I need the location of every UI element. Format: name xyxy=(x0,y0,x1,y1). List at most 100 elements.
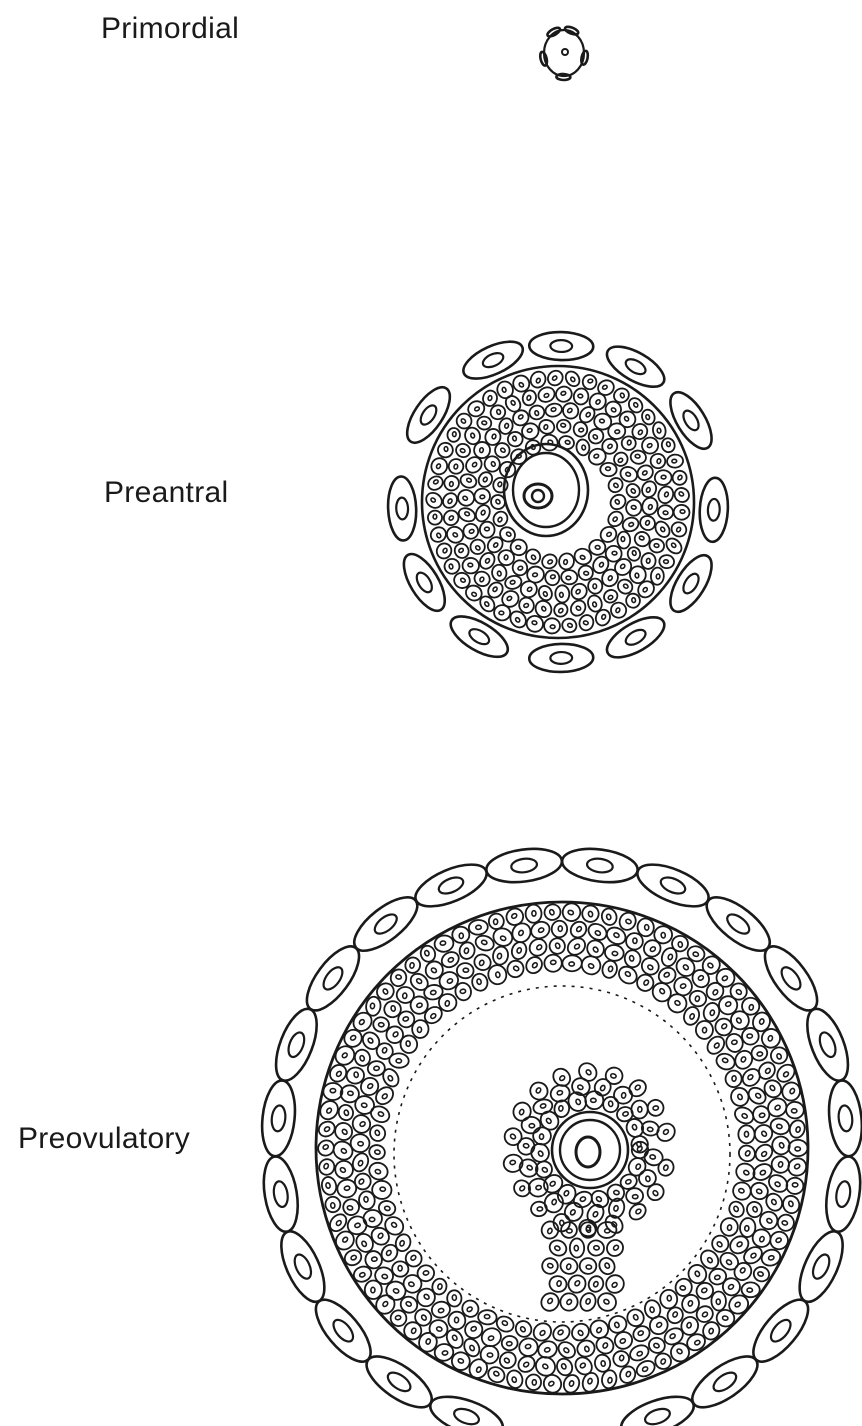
cell-nucleus xyxy=(454,1317,458,1323)
cell-nucleus xyxy=(680,983,687,989)
cell-nucleus xyxy=(447,957,454,963)
cell-nucleus xyxy=(744,1150,750,1157)
cell-nucleus xyxy=(607,575,612,581)
cell-nucleus xyxy=(621,537,625,542)
cumulus-cell xyxy=(613,1085,634,1105)
theca-cell xyxy=(601,339,670,395)
granulosa-cell xyxy=(713,966,737,990)
theca-nucleus xyxy=(396,497,409,519)
cell-nucleus xyxy=(447,498,453,504)
granulosa-cell xyxy=(523,954,545,976)
cell-nucleus xyxy=(757,1052,763,1057)
theca-nucleus xyxy=(510,857,537,874)
cell-nucleus xyxy=(532,620,537,625)
granulosa-cell xyxy=(626,933,643,950)
cell-nucleus xyxy=(481,940,487,946)
cell-nucleus xyxy=(430,967,437,974)
cell-nucleus xyxy=(625,472,631,477)
cell-nucleus xyxy=(680,1285,686,1290)
cumulus-cell xyxy=(570,1238,585,1257)
cell-nucleus xyxy=(459,933,463,939)
granulosa-cell xyxy=(551,920,567,937)
cell-nucleus xyxy=(702,1311,709,1317)
granulosa-cell xyxy=(600,463,617,477)
cell-nucleus xyxy=(619,1338,626,1344)
cell-nucleus xyxy=(347,1205,353,1210)
cumulus-cell xyxy=(637,1168,658,1188)
cell-nucleus xyxy=(596,1196,603,1203)
granulosa-cell xyxy=(491,564,508,582)
theca-nucleus xyxy=(452,1406,481,1426)
theca-nucleus xyxy=(436,874,465,896)
cell-nucleus xyxy=(625,1371,631,1378)
oocyte-nucleus xyxy=(524,484,552,508)
cell-nucleus xyxy=(738,1188,744,1194)
granulosa-cell xyxy=(550,1322,572,1344)
theca-nucleus xyxy=(481,350,506,370)
cell-nucleus xyxy=(750,1252,757,1259)
cell-nucleus xyxy=(515,617,521,623)
cell-nucleus xyxy=(511,1376,517,1382)
cell-nucleus xyxy=(601,614,606,620)
cell-nucleus xyxy=(547,1298,554,1305)
cell-nucleus xyxy=(523,603,529,608)
cell-nucleus xyxy=(585,1298,591,1305)
cell-nucleus xyxy=(447,978,454,984)
cell-nucleus xyxy=(678,941,683,947)
cell-nucleus xyxy=(458,548,464,554)
cell-nucleus xyxy=(549,909,555,916)
cell-nucleus xyxy=(550,625,555,629)
cell-nucleus xyxy=(672,1311,678,1318)
granulosa-cell xyxy=(654,470,672,486)
cell-nucleus xyxy=(492,586,498,592)
cell-nucleus xyxy=(714,1275,720,1280)
cell-nucleus xyxy=(359,1272,366,1278)
cell-nucleus xyxy=(712,989,719,996)
cell-nucleus xyxy=(702,1027,707,1033)
cell-nucleus xyxy=(531,554,537,560)
cell-nucleus xyxy=(735,989,742,996)
cell-nucleus xyxy=(608,595,614,600)
granulosa-cell xyxy=(657,504,674,520)
cell-nucleus xyxy=(518,382,524,388)
cell-nucleus xyxy=(593,1245,599,1250)
cell-nucleus xyxy=(646,558,650,563)
cell-nucleus xyxy=(330,1089,335,1093)
cell-nucleus xyxy=(623,583,629,589)
cumulus-cell xyxy=(644,1181,667,1204)
cell-nucleus xyxy=(694,1340,701,1346)
cell-nucleus xyxy=(695,996,700,1002)
granulosa-cell xyxy=(536,584,554,603)
cell-nucleus xyxy=(466,478,472,483)
cell-nucleus xyxy=(789,1088,795,1095)
theca-cell xyxy=(560,845,640,887)
cell-nucleus xyxy=(359,1121,366,1127)
cell-nucleus xyxy=(516,947,522,953)
cell-nucleus xyxy=(621,1092,626,1098)
cell-nucleus xyxy=(625,918,632,924)
granulosa-cell xyxy=(672,485,692,505)
cell-nucleus xyxy=(759,1236,765,1243)
cell-nucleus xyxy=(620,563,626,569)
cell-nucleus xyxy=(710,1010,716,1016)
cell-nucleus xyxy=(601,1360,606,1366)
cell-nucleus xyxy=(510,580,516,585)
cell-nucleus xyxy=(747,1288,753,1292)
cell-nucleus xyxy=(585,1069,592,1076)
cell-nucleus xyxy=(442,1351,448,1356)
cell-nucleus xyxy=(611,407,617,413)
cell-nucleus xyxy=(561,1363,567,1370)
cumulus-cell xyxy=(656,1157,676,1178)
cell-nucleus xyxy=(775,1237,782,1243)
granulosa-cell xyxy=(324,1196,341,1213)
cell-nucleus xyxy=(613,482,619,488)
cell-nucleus xyxy=(580,1196,587,1202)
cell-nucleus xyxy=(580,555,586,560)
cell-nucleus xyxy=(649,946,656,952)
cell-nucleus xyxy=(577,1330,584,1337)
cell-nucleus xyxy=(551,407,557,412)
theca-nucleus xyxy=(724,911,753,938)
cell-nucleus xyxy=(350,1255,357,1261)
cell-nucleus xyxy=(722,1316,728,1321)
